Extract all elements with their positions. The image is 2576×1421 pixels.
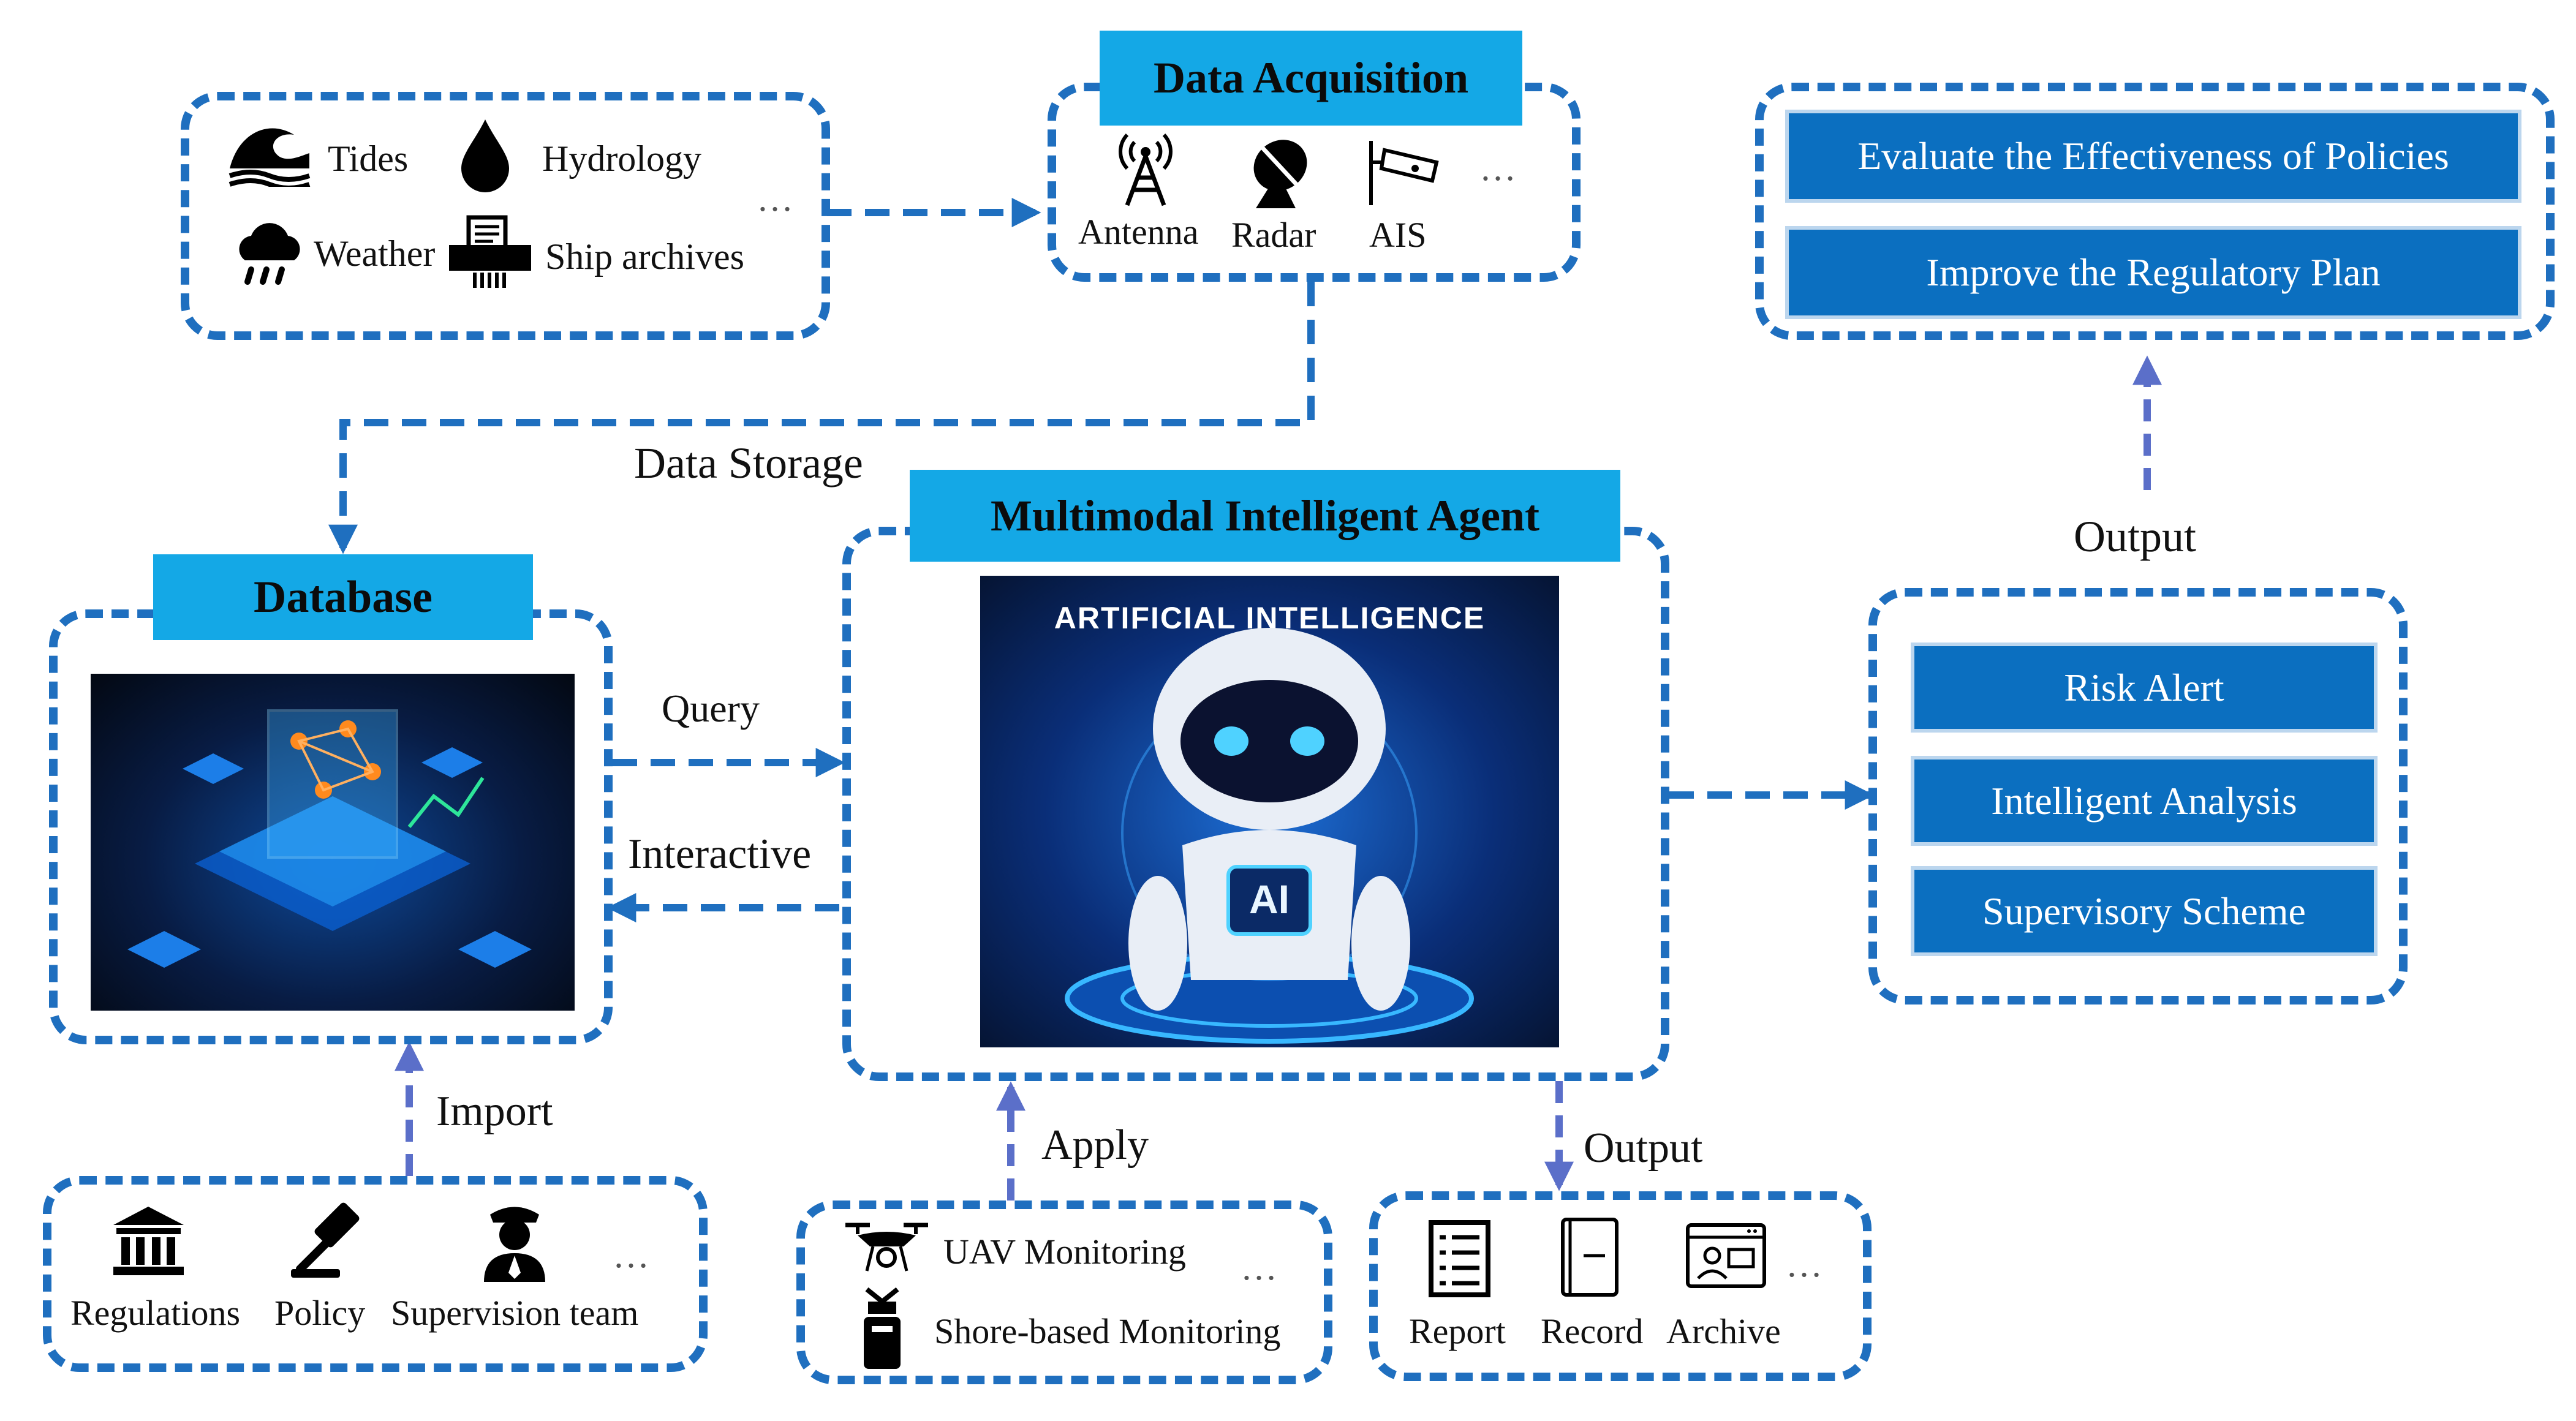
gavel-icon: [291, 1202, 360, 1278]
rain-cloud-icon: [239, 223, 300, 285]
uav-monitoring-label: UAV Monitoring: [943, 1232, 1186, 1272]
data-storage-label: Data Storage: [634, 439, 863, 488]
record-label: Record: [1541, 1311, 1644, 1351]
ship-archives-label: Ship archives: [545, 236, 744, 277]
regulations-label: Regulations: [70, 1293, 241, 1333]
ais-camera-icon: [1369, 141, 1439, 205]
monitoring-more: …: [1241, 1247, 1277, 1287]
apply-label: Apply: [1041, 1121, 1149, 1169]
inputs-box: [43, 1176, 708, 1372]
archive-label: Archive: [1666, 1311, 1781, 1351]
sources-more: …: [757, 178, 793, 219]
outcomes-box: [1755, 83, 2555, 340]
database-title: Database: [153, 554, 533, 640]
radar-label: Radar: [1231, 215, 1316, 255]
antenna-label: Antenna: [1078, 212, 1199, 252]
drone-icon: [845, 1223, 928, 1272]
improve-plan-bar: Improve the Regulatory Plan: [1789, 230, 2518, 315]
ai-chip-label: AI: [1249, 876, 1290, 922]
outputs-more: …: [1786, 1244, 1822, 1284]
query-label: Query: [662, 687, 760, 730]
data-acquisition-title: Data Acquisition: [1100, 31, 1522, 126]
evaluate-policies-bar: Evaluate the Effectiveness of Policies: [1789, 113, 2518, 199]
weather-label: Weather: [314, 233, 436, 274]
database-illustration: [91, 674, 575, 1011]
output-bottom-label: Output: [1584, 1125, 1703, 1172]
acquisition-more: …: [1479, 148, 1516, 188]
data-sources-box: [181, 92, 830, 340]
report-icon: [1429, 1220, 1490, 1297]
archive-icon: [1686, 1223, 1766, 1288]
interactive-label: Interactive: [628, 831, 812, 878]
antenna-icon: [1119, 133, 1173, 206]
intelligent-analysis-bar: Intelligent Analysis: [1914, 760, 2374, 842]
policy-label: Policy: [274, 1293, 366, 1333]
courthouse-icon: [113, 1207, 184, 1275]
ais-label: AIS: [1369, 215, 1427, 255]
import-label: Import: [436, 1088, 553, 1135]
wave-icon: [229, 128, 311, 187]
risk-alert-bar: Risk Alert: [1914, 646, 2374, 729]
police-officer-icon: [484, 1207, 545, 1282]
shore-camera-icon: [864, 1287, 901, 1369]
agent-title: Multimodal Intelligent Agent: [910, 470, 1620, 562]
tides-label: Tides: [328, 138, 409, 179]
monitoring-box: [796, 1200, 1332, 1384]
supervisory-scheme-bar: Supervisory Scheme: [1914, 870, 2374, 952]
storage-path: [328, 282, 1315, 554]
report-label: Report: [1409, 1311, 1506, 1351]
shore-monitoring-label: Shore-based Monitoring: [934, 1311, 1281, 1351]
hydrology-label: Hydrology: [542, 138, 701, 179]
record-icon: [1561, 1218, 1618, 1297]
printer-icon: [449, 215, 531, 288]
inputs-more: …: [613, 1235, 649, 1275]
results-box: [1868, 588, 2408, 1005]
agent-illustration: ARTIFICIAL INTELLIGENCE AI: [980, 576, 1559, 1047]
droplet-icon: [461, 119, 509, 192]
outputs-box: [1369, 1191, 1872, 1381]
output-top-label: Output: [2074, 512, 2197, 561]
supervision-team-label: Supervision team: [391, 1293, 639, 1333]
radar-icon: [1253, 140, 1307, 208]
